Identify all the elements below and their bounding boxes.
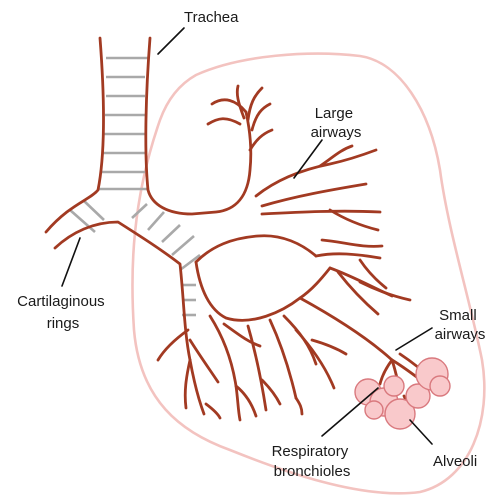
bronchial-ring [83, 200, 104, 220]
lower-branch [270, 320, 296, 398]
small-airways-label: Small airways [435, 307, 486, 343]
airway-tree [46, 38, 430, 420]
cartilaginous-rings-label: Cartilaginous rings [17, 293, 109, 332]
large-airways-line-1: Large [315, 105, 353, 122]
upper-branch [262, 211, 380, 214]
lobar-bronchus-inner [196, 262, 330, 320]
left-bronchus-wall [55, 222, 190, 360]
upper-branch [252, 104, 270, 130]
trachea-wall-left [46, 38, 104, 232]
lateral-branch [360, 282, 410, 300]
upper-branch [248, 88, 262, 120]
upper-branch [262, 184, 366, 206]
trachea-leader [158, 28, 184, 54]
large-airways-line-2: airways [311, 124, 362, 141]
lateral-branch [316, 254, 380, 258]
small-airways-leader [396, 328, 432, 350]
cartilaginous-rings-line-1: Cartilaginous [17, 293, 105, 310]
lower-branch [158, 330, 188, 360]
trachea-wall-right [146, 38, 251, 214]
respiratory-bronchioles-line-1: Respiratory [272, 443, 349, 460]
cartilaginous-rings-line-2: rings [47, 315, 80, 332]
trachea-label: Trachea [184, 9, 239, 26]
alveoli-cluster [355, 358, 450, 429]
lower-branch [224, 324, 260, 346]
lower-branch [248, 326, 266, 410]
lobar-bronchus-wall [196, 236, 316, 262]
lower-branch [190, 360, 204, 414]
cartilaginous-rings-leader [62, 238, 80, 286]
alveolus [384, 376, 404, 396]
alveolus [365, 401, 383, 419]
upper-branch [208, 119, 240, 124]
lower-branch [312, 340, 346, 354]
lateral-branch [338, 272, 378, 314]
small-airways-line-1: Small [439, 307, 477, 324]
bronchial-ring [162, 225, 180, 242]
tracheal-cartilage-rings [98, 58, 148, 189]
upper-branch [250, 130, 272, 150]
bronchial-ring [148, 212, 164, 230]
alveolus [430, 376, 450, 396]
large-airways-leader [294, 140, 322, 178]
respiratory-bronchioles-line-2: bronchioles [274, 463, 351, 480]
lower-branch [185, 360, 190, 408]
upper-branch [237, 86, 244, 118]
bronchial-ring [172, 236, 194, 255]
lateral-branch [322, 240, 382, 246]
large-airways-label: Large airways [311, 105, 362, 141]
lower-branch [206, 404, 220, 418]
small-airways-line-2: airways [435, 326, 486, 343]
alveoli-label: Alveoli [433, 453, 477, 470]
lung-outline [132, 54, 484, 494]
lower-branch [296, 398, 302, 414]
respiratory-bronchioles-label: Respiratory bronchioles [272, 443, 353, 480]
alveoli-leader [410, 420, 432, 444]
upper-branch [256, 150, 376, 196]
